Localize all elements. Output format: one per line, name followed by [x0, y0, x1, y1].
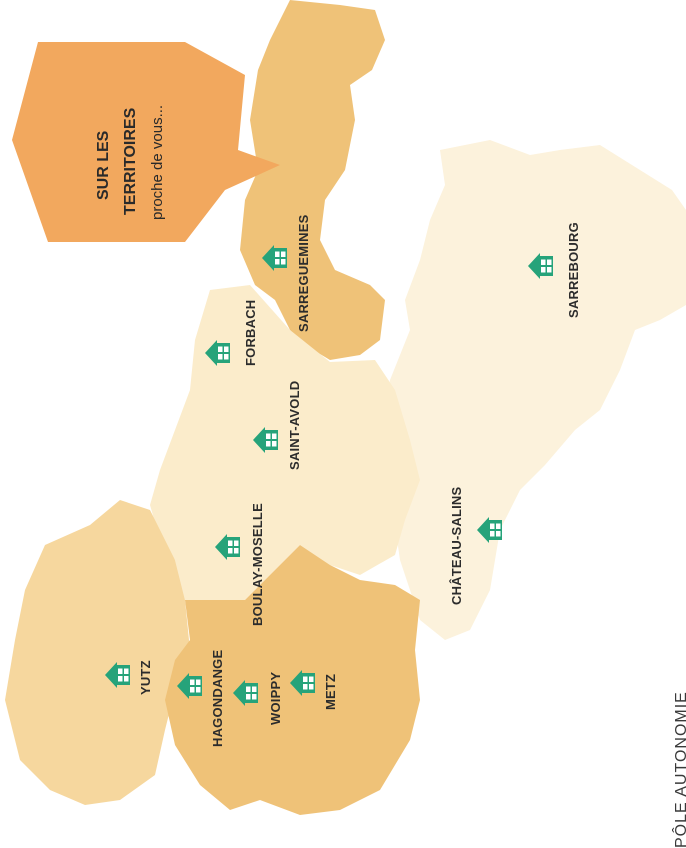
footer-title: PÔLE AUTONOMIE — [671, 691, 686, 848]
chateau-salins-label: CHÂTEAU-SALINS — [449, 487, 464, 605]
saint-avold-label: SAINT-AVOLD — [287, 381, 302, 470]
metz-label: METZ — [323, 674, 338, 710]
boulay-moselle-label: BOULAY-MOSELLE — [250, 503, 265, 626]
callout-line2: TERRITOIRES — [122, 107, 139, 215]
sarrebourg-label: SARREBOURG — [566, 222, 581, 318]
region-forbach-saint-avold-boulay — [150, 285, 420, 600]
region-sarreguemines — [240, 0, 385, 360]
callout-bubble — [12, 42, 280, 242]
sarreguemines-label: SARREGUEMINES — [296, 214, 311, 332]
yutz-label: YUTZ — [138, 660, 153, 695]
region-sarrebourg-chateau-salins — [385, 140, 686, 640]
callout-line3: proche de vous... — [149, 105, 166, 220]
callout-line1: SUR LES — [95, 130, 112, 200]
forbach-label: FORBACH — [243, 300, 258, 366]
woippy-label: WOIPPY — [268, 672, 283, 725]
hagondange-label: HAGONDANGE — [210, 650, 225, 747]
region-yutz — [5, 500, 190, 805]
region-metz — [165, 545, 420, 815]
